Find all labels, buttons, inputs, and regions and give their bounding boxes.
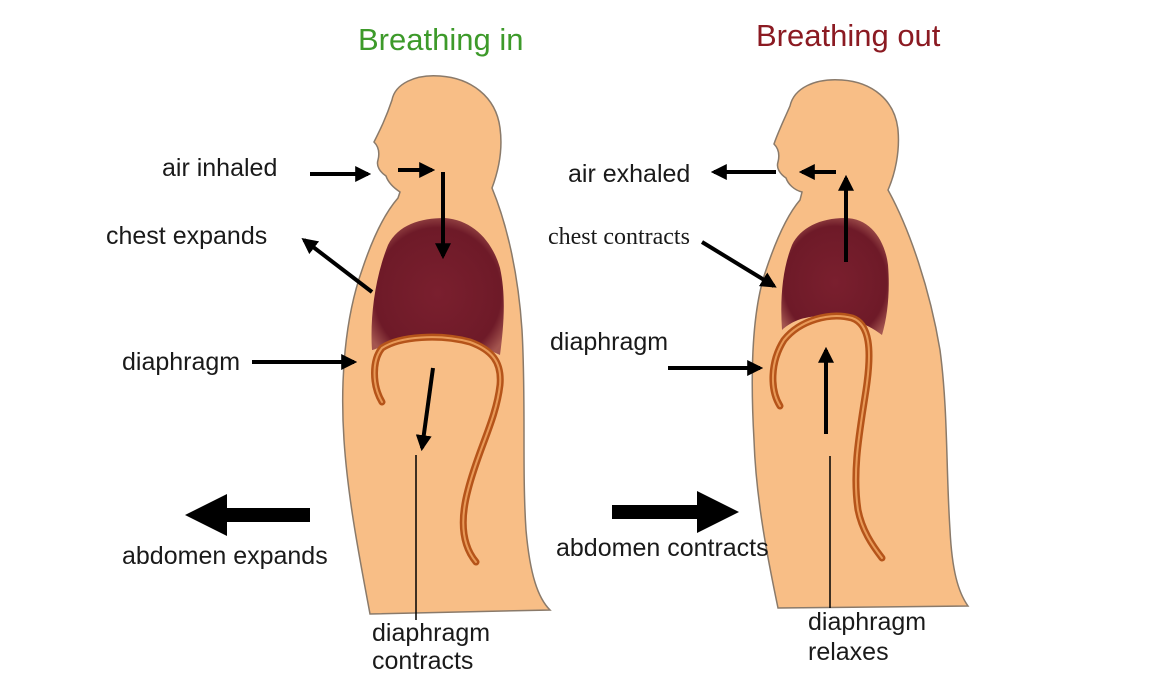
title-breathing-out: Breathing out [756, 18, 941, 53]
diaphragm-contracts-label-line2: contracts [372, 647, 473, 674]
chest-contracts-label: chest contracts [548, 224, 690, 250]
chest-expands-arrow [304, 240, 372, 292]
title-breathing-in: Breathing in [358, 22, 523, 57]
diaphragm-contracts-label-line1: diaphragm [372, 619, 490, 647]
abdomen-expands-label: abdomen expands [122, 542, 328, 570]
diaphragm-relaxes-label-line2: relaxes [808, 638, 889, 666]
figure-breathing-out: Breathing out air exhaled chest contract… [548, 18, 968, 666]
chest-contracts-arrow [702, 242, 774, 286]
diaphragm-label-in: diaphragm [122, 348, 240, 376]
abdomen-contracts-label: abdomen contracts [556, 534, 769, 562]
air-exhaled-label: air exhaled [568, 160, 690, 188]
diaphragm-label-out: diaphragm [550, 328, 668, 356]
air-inhaled-label: air inhaled [162, 154, 277, 182]
figure-breathing-in: Breathing in air inhaled chest expands d… [106, 22, 550, 674]
diaphragm-relaxes-label-line1: diaphragm [808, 608, 926, 636]
chest-expands-label: chest expands [106, 222, 267, 250]
